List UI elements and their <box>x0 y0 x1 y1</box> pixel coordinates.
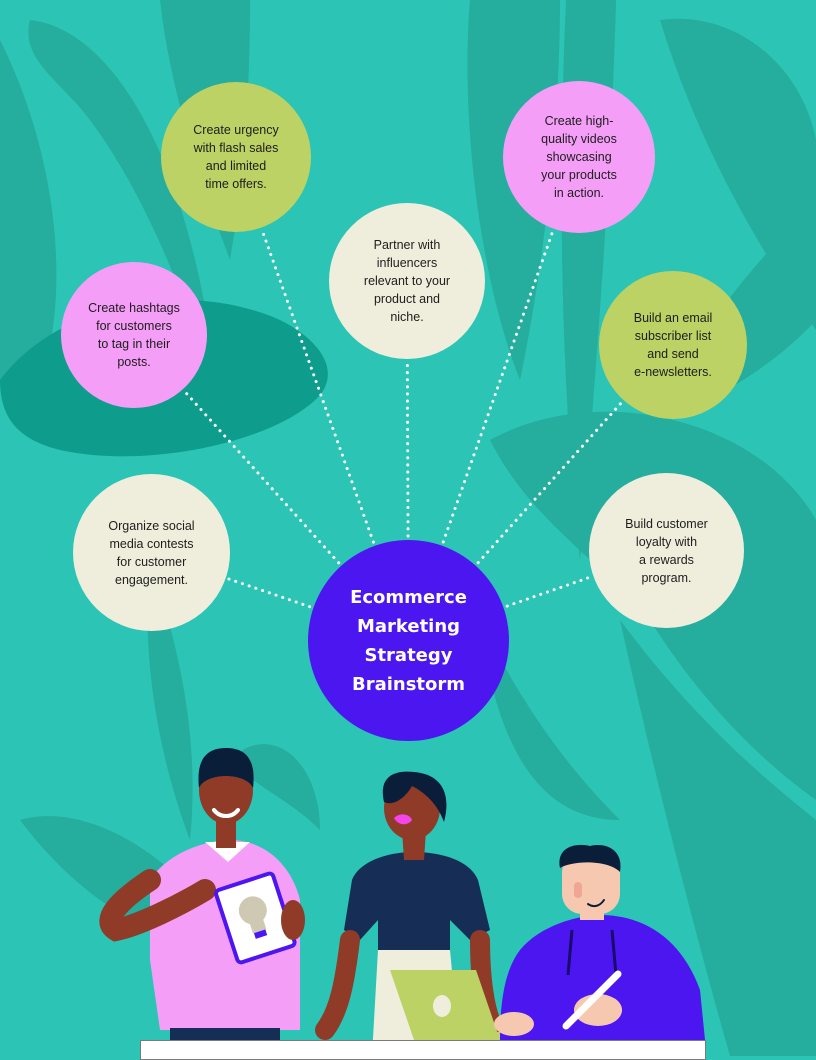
hood-string <box>566 929 618 976</box>
lightbulb-icon <box>238 896 268 939</box>
neck <box>216 818 236 848</box>
hair <box>198 748 254 788</box>
pen-icon <box>562 970 622 1030</box>
lips <box>394 814 412 825</box>
connector-hashtags <box>182 389 341 565</box>
leaf-shape <box>0 40 57 380</box>
connector-email <box>476 400 624 565</box>
hair <box>382 771 447 822</box>
mouth <box>587 899 605 908</box>
connector-flash-sales <box>260 228 375 544</box>
head <box>562 852 620 914</box>
leaf-shape <box>28 20 221 420</box>
idea-node-hashtags: Create hashtags for customers to tag in … <box>61 262 207 408</box>
hand <box>494 1012 534 1036</box>
idea-node-contests: Organize social media contests for custo… <box>73 474 230 631</box>
leaf-shape <box>620 620 816 1056</box>
idea-node-influencers: Partner with influencers relevant to you… <box>329 203 485 359</box>
top <box>344 852 490 950</box>
arm <box>99 869 216 942</box>
idea-node-loyalty: Build customer loyalty with a rewards pr… <box>589 473 744 628</box>
connector-contests <box>226 577 312 609</box>
hand <box>281 900 305 940</box>
connector-loyalty <box>505 575 593 608</box>
idea-node-email: Build an email subscriber list and send … <box>599 271 747 419</box>
idea-node-flash-sales: Create urgency with flash sales and limi… <box>161 82 311 232</box>
nose <box>574 882 582 898</box>
hoodie <box>500 915 705 1040</box>
leaf-shape <box>480 620 620 820</box>
man-with-tablet <box>99 748 305 1056</box>
arm <box>315 930 360 1040</box>
mouth <box>212 808 240 818</box>
man-with-pen <box>494 844 705 1040</box>
idea-node-videos: Create high- quality videos showcasing y… <box>503 81 655 233</box>
hair <box>559 844 621 872</box>
connector-influencers <box>405 359 410 538</box>
leaf-shape <box>230 744 320 830</box>
center-node: Ecommerce Marketing Strategy Brainstorm <box>308 540 509 741</box>
footer-panel <box>140 1040 706 1060</box>
